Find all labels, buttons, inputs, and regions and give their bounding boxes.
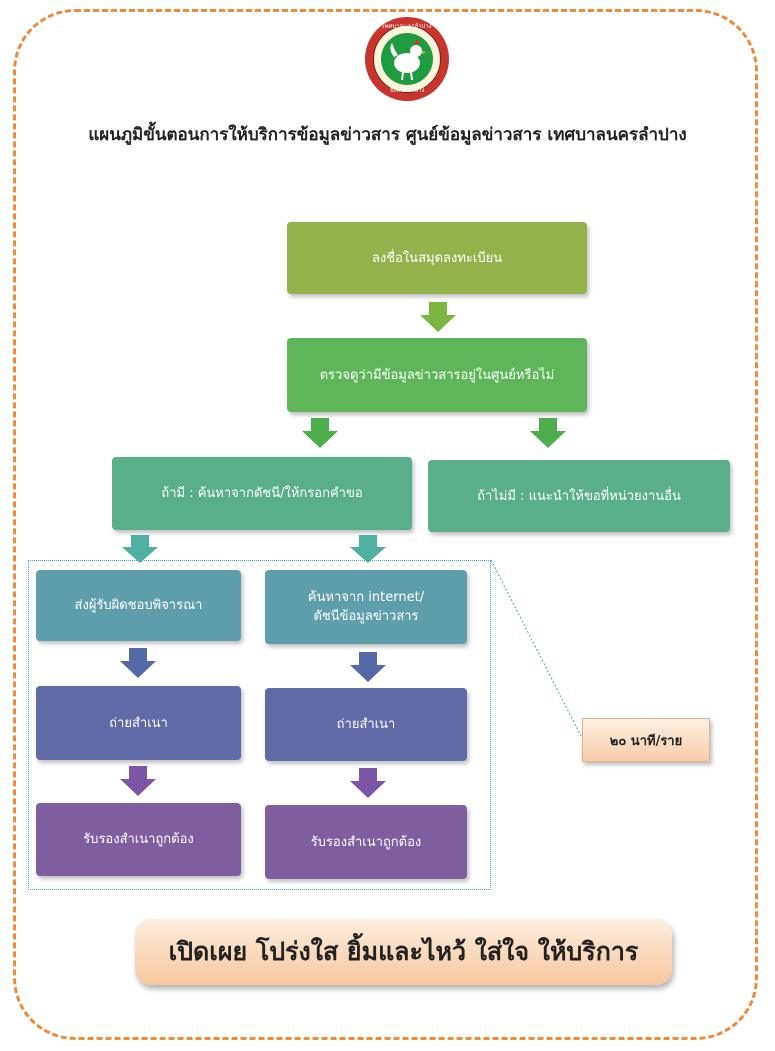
step-search-internet: ค้นหาจาก internet/ ดัชนีข้อมูลข่าวสาร [265,570,467,644]
step-search-internet-line1: ค้นหาจาก internet/ [307,590,425,605]
step-copy-left: ถ่ายสำเนา [36,686,241,760]
dashed-border-frame [13,9,758,1040]
step-copy-right: ถ่ายสำเนา [265,688,467,761]
arrow-down-icon [122,535,158,563]
arrow-down-icon [350,535,386,563]
municipality-seal-logo: เทศบาลนครลำปาง จังหวัดลำปาง [365,17,449,101]
step-search-internet-line2: ดัชนีข้อมูลข่าวสาร [313,609,419,624]
step-certify-right: รับรองสำเนาถูกต้อง [265,805,467,879]
step-send-to-officer: ส่งผู้รับผิดชอบพิจารณา [36,570,241,641]
step-check: ตรวจดูว่ามีข้อมูลข่าวสารอยู่ในศูนย์หรือไ… [287,338,587,412]
arrow-down-icon [120,648,156,678]
seal-bottom-text: จังหวัดลำปาง [389,87,425,94]
arrow-down-icon [420,302,456,332]
rooster-icon [390,39,426,81]
service-group-outline [28,560,491,890]
arrow-down-icon [302,418,338,448]
service-slogan-banner: เปิดเผย โปร่งใส ยิ้มและไหว้ ใส่ใจ ให้บริ… [135,919,672,985]
step-certify-left: รับรองสำเนาถูกต้อง [36,803,241,876]
arrow-down-icon [350,768,386,798]
seal-top-text: เทศบาลนครลำปาง [382,23,432,30]
arrow-down-icon [530,418,566,448]
arrow-down-icon [120,766,156,796]
arrow-down-icon [350,652,386,682]
step-register: ลงชื่อในสมุดลงทะเบียน [287,222,587,294]
step-if-not-found: ถ้าไม่มี : แนะนำให้ขอที่หน่วยงานอื่น [428,460,730,532]
page-title: แผนภูมิขั้นตอนการให้บริการข้อมูลข่าวสาร … [88,125,687,145]
time-per-request-note: ๒๐ นาที/ราย [582,718,710,762]
step-if-found: ถ้ามี : ค้นหาจากดัชนี/ให้กรอกคำขอ [112,457,412,530]
